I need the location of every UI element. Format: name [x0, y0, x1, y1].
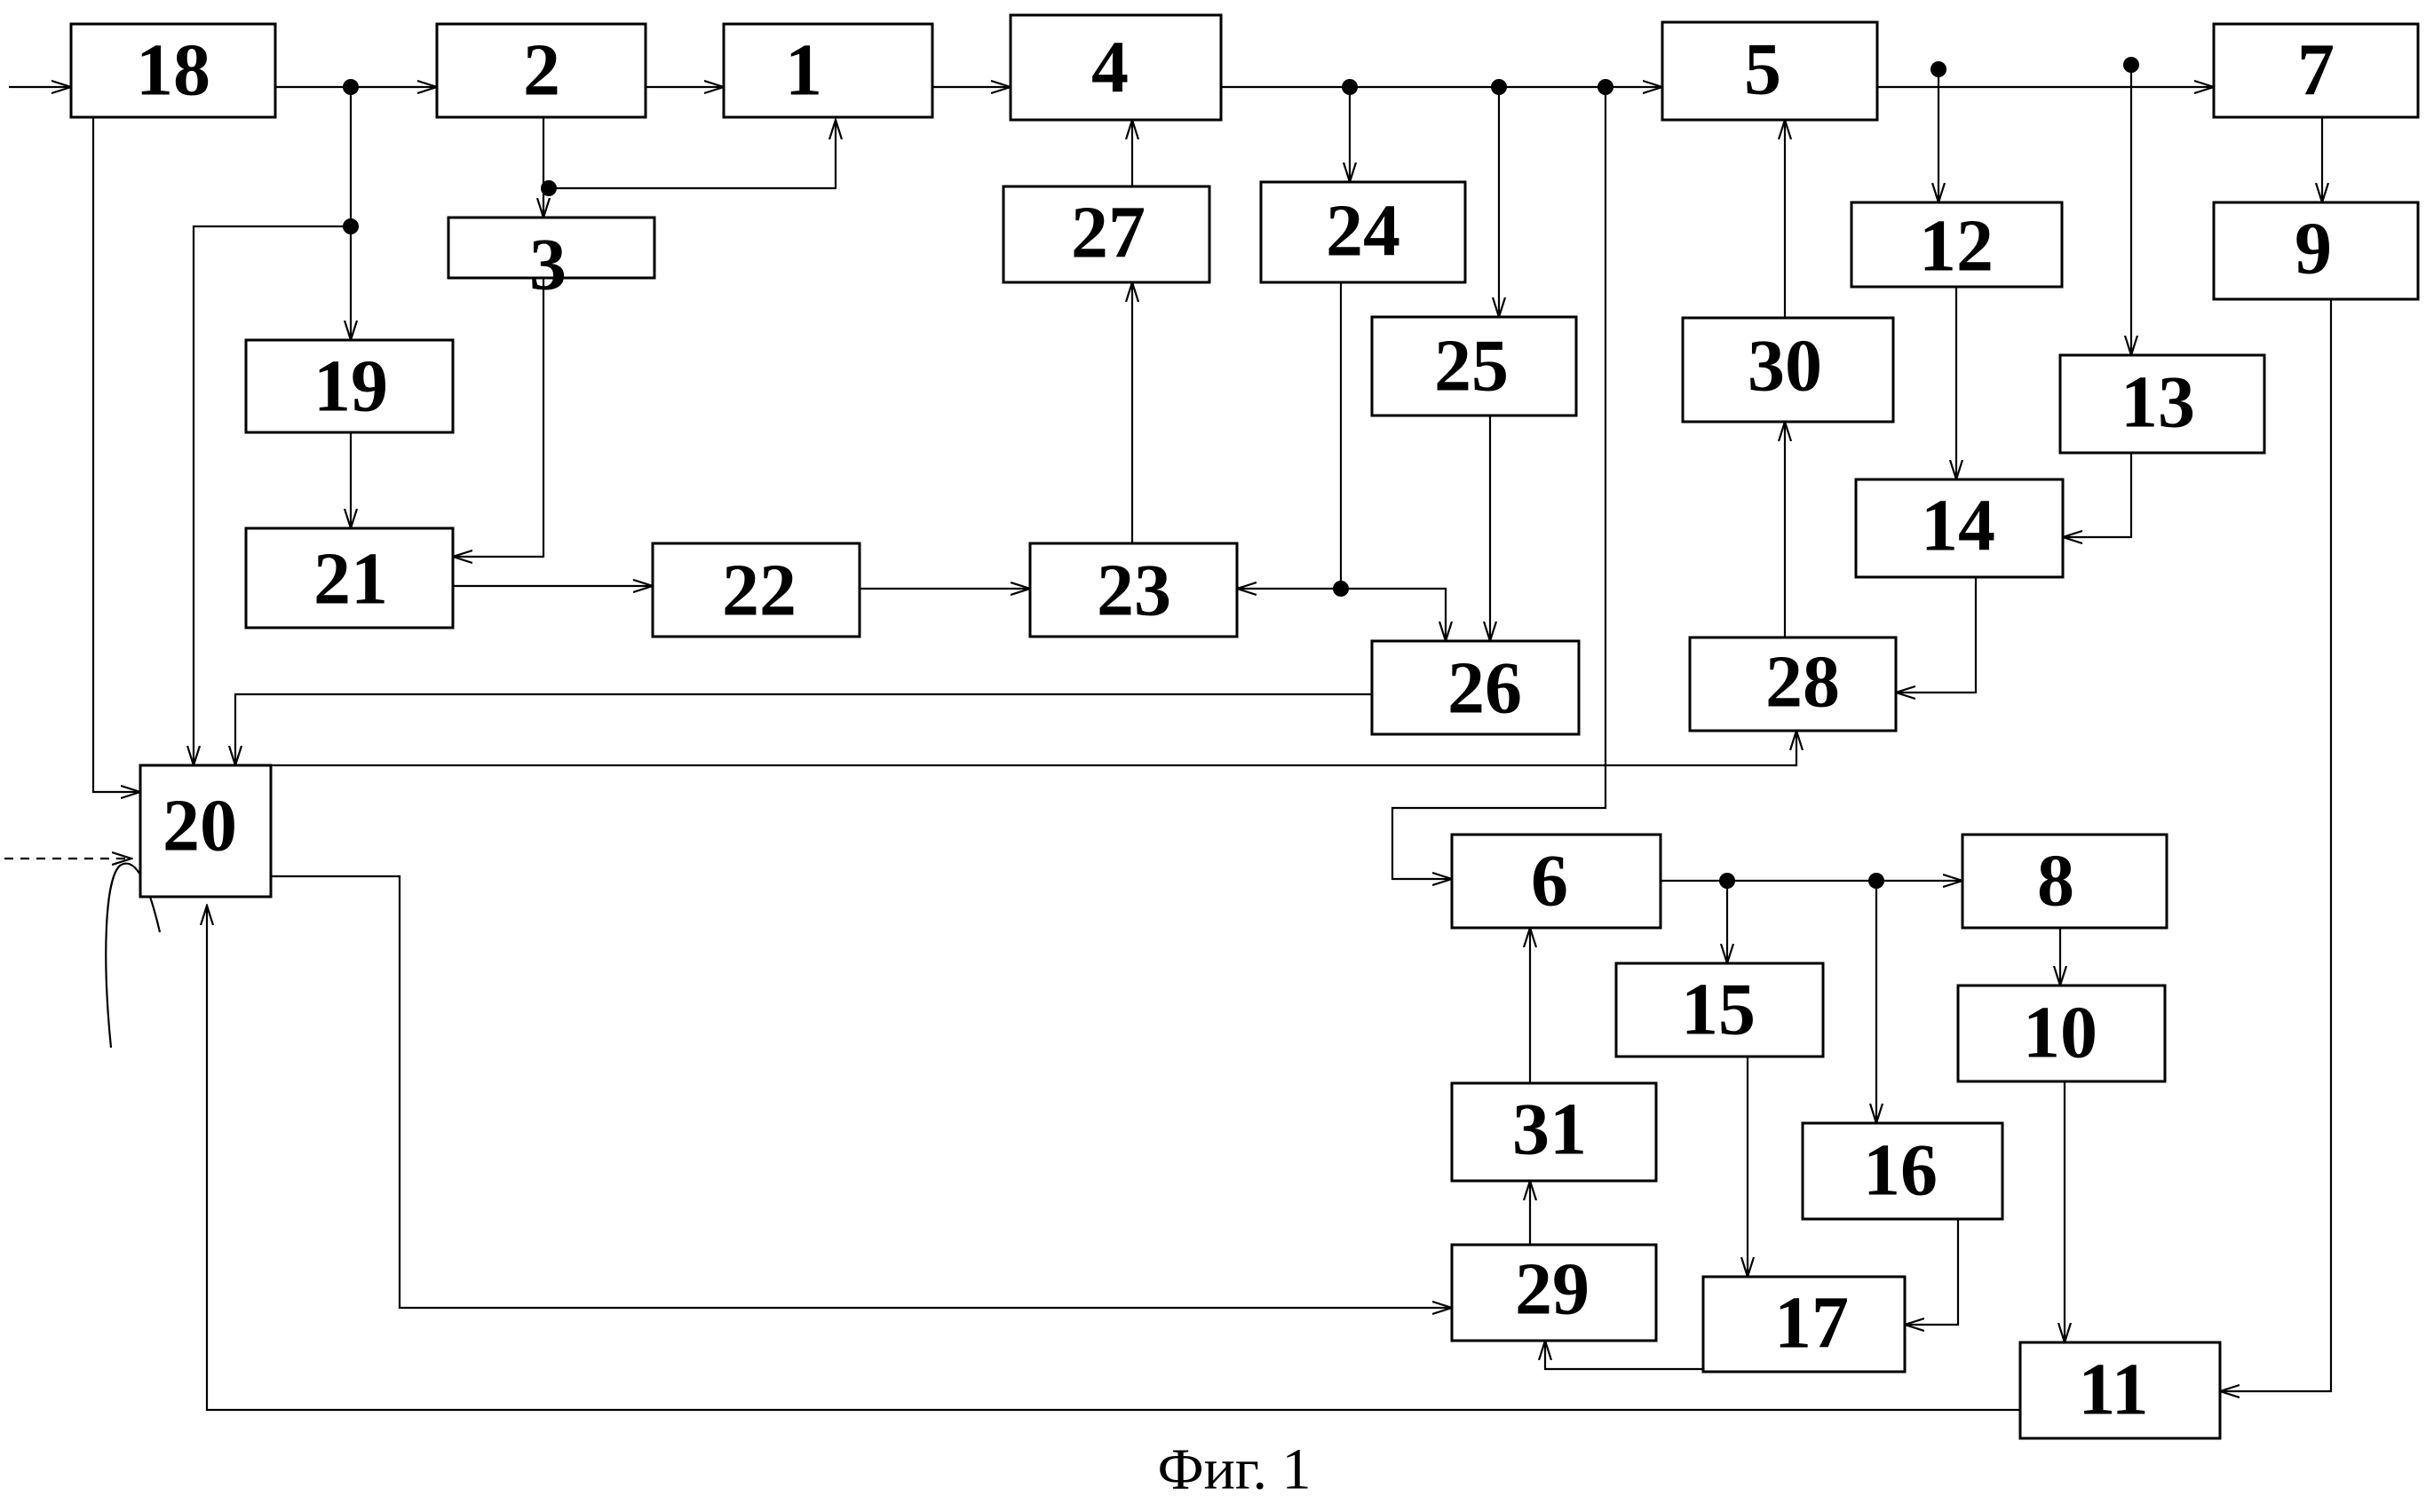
wire-2-1-bottom — [549, 120, 836, 188]
block-2: 2 — [437, 24, 646, 117]
block-9: 9 — [2214, 202, 2418, 299]
block-label: 31 — [1512, 1088, 1587, 1171]
block-label: 10 — [2023, 992, 2097, 1074]
block-label: 1 — [785, 29, 822, 112]
block-12: 12 — [1851, 202, 2062, 288]
block-label: 28 — [1765, 641, 1840, 724]
junction-dot — [2123, 57, 2139, 73]
block-label: 14 — [1921, 485, 1995, 567]
block-label: 5 — [1744, 28, 1781, 111]
block-16: 16 — [1803, 1123, 2002, 1219]
block-label: 17 — [1774, 1282, 1849, 1365]
block-label: 19 — [313, 345, 388, 428]
junction-dot — [1719, 873, 1735, 889]
wire-13-14 — [2063, 453, 2131, 537]
block-label: 16 — [1863, 1129, 1938, 1212]
block-7: 7 — [2214, 24, 2418, 117]
block-22: 22 — [653, 543, 860, 637]
wire-16-17 — [1905, 1219, 1958, 1325]
block-26: 26 — [1372, 641, 1579, 734]
block-label: 15 — [1681, 969, 1756, 1051]
wire-24-23 — [1237, 282, 1341, 589]
block-label: 9 — [2295, 208, 2332, 290]
junction-dot — [1598, 79, 1613, 95]
block-25: 25 — [1372, 317, 1576, 416]
block-label: 23 — [1097, 550, 1171, 632]
wire-20-29 — [271, 876, 1452, 1308]
block-27: 27 — [1003, 186, 1209, 282]
block-19: 19 — [246, 340, 453, 432]
block-5: 5 — [1662, 22, 1877, 120]
block-label: 22 — [722, 550, 797, 632]
junction-dot — [541, 180, 557, 196]
junction-dot — [343, 79, 359, 95]
wire-18-20-side — [194, 226, 351, 765]
block-label: 29 — [1515, 1248, 1590, 1331]
block-1: 1 — [724, 24, 932, 117]
block-label: 8 — [2037, 840, 2074, 922]
block-label: 3 — [529, 224, 567, 306]
block-label: 2 — [523, 29, 560, 112]
block-17: 17 — [1703, 1277, 1905, 1372]
junction-dot — [1491, 79, 1507, 95]
block-23: 23 — [1030, 543, 1237, 637]
block-label: 13 — [2121, 361, 2195, 444]
block-label: 11 — [2078, 1349, 2148, 1431]
block-30: 30 — [1683, 318, 1893, 422]
junction-dot — [1333, 581, 1349, 597]
block-label: 27 — [1071, 192, 1146, 274]
figure-caption: Фиг. 1 — [1157, 1437, 1311, 1502]
block-24: 24 — [1261, 182, 1465, 282]
block-label: 4 — [1091, 27, 1129, 109]
wire-17-29 — [1545, 1341, 1703, 1369]
junction-dot — [1931, 61, 1946, 77]
wire-26-20 — [235, 694, 1372, 765]
block-4: 4 — [1011, 15, 1221, 120]
block-29: 29 — [1452, 1245, 1656, 1341]
block-28: 28 — [1690, 637, 1896, 731]
block-label: 12 — [1919, 205, 1994, 288]
block-label: 24 — [1326, 190, 1400, 273]
block-18: 18 — [71, 24, 275, 117]
block-3: 3 — [448, 218, 654, 306]
block-label: 26 — [1447, 647, 1522, 730]
block-13: 13 — [2060, 355, 2264, 453]
wire-3-21 — [453, 278, 543, 557]
junction-dot — [343, 218, 359, 234]
junction-dot — [1868, 873, 1884, 889]
wire-20-28 — [271, 731, 1796, 765]
block-6: 6 — [1452, 835, 1661, 928]
wire-14-28 — [1896, 577, 1976, 693]
block-31: 31 — [1452, 1083, 1656, 1181]
block-label: 25 — [1434, 325, 1509, 408]
block-21: 21 — [246, 528, 453, 628]
block-label: 20 — [163, 785, 237, 867]
block-20: 20 — [140, 765, 271, 897]
block-label: 30 — [1748, 325, 1822, 408]
wire-24-26 — [1341, 589, 1446, 641]
block-10: 10 — [1958, 986, 2165, 1081]
junction-dot — [1342, 79, 1358, 95]
block-8: 8 — [1962, 835, 2167, 928]
block-14: 14 — [1856, 479, 2063, 577]
block-label: 7 — [2297, 29, 2335, 112]
wire-9-11 — [2220, 299, 2331, 1391]
block-label: 21 — [313, 538, 388, 621]
wire-18-20 — [93, 117, 140, 792]
junction-dots — [343, 57, 2139, 889]
block-15: 15 — [1616, 963, 1823, 1057]
block-label: 18 — [136, 29, 210, 112]
block-label: 6 — [1531, 840, 1568, 922]
block-11: 11 — [2020, 1342, 2220, 1438]
